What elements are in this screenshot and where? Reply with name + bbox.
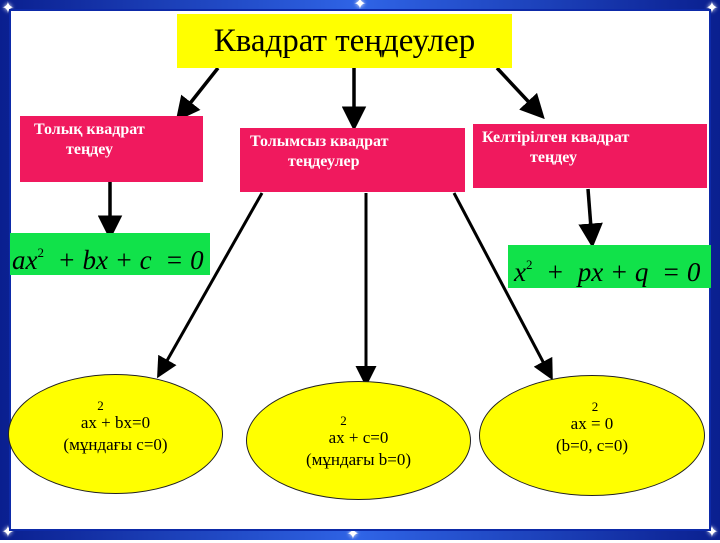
category-reduced-label-line1: Келтірілген квадрат (482, 129, 630, 146)
category-incomplete-label-line2: теңдеулер (288, 153, 360, 170)
formula-full-quadratic: ax2 + bx + c = 0 (10, 233, 210, 275)
case-c-zero-equation: ax + bx=0 (80, 413, 151, 432)
case-b-zero-condition: (мұндағы b=0) (305, 450, 412, 469)
case-c-zero-exponent: 2 (97, 398, 104, 413)
case-b-c-zero-exponent: 2 (591, 399, 599, 414)
category-incomplete-quadratic: Толымсыз квадрат теңдеулер (240, 128, 465, 192)
category-full-label-line2: теңдеу (66, 141, 113, 158)
category-reduced-label-line2: теңдеу (530, 149, 577, 166)
arrow-reduced-to-formula (578, 188, 603, 248)
category-full-quadratic: Толық квадрат теңдеу (20, 116, 203, 182)
case-b-c-zero-equation: ax = 0 (570, 414, 614, 433)
case-b-zero-equation: ax + c=0 (328, 428, 389, 447)
category-incomplete-label-line1: Толымсыз квадрат (250, 133, 389, 150)
category-full-label-line1: Толық квадрат (34, 121, 145, 138)
sparkle-icon: ✦ (353, 0, 367, 13)
formula-reduced-term: x (514, 257, 526, 287)
case-b-c-zero: 2 ax = 0 (b=0, c=0) (479, 375, 705, 496)
arrow-title-to-full (175, 66, 220, 122)
diagram-title: Квадрат теңдеулер (177, 14, 512, 68)
category-reduced-quadratic: Келтірілген квадрат теңдеу (473, 124, 707, 188)
arrow-title-to-reduced (495, 66, 545, 120)
formula-reduced-quadratic: x2 + px + q = 0 (508, 245, 711, 288)
arrow-incomplete-to-case3 (452, 192, 553, 381)
case-c-zero: 2 ax + bx=0 (мұндағы c=0) (8, 374, 223, 494)
case-b-c-zero-condition: (b=0, c=0) (555, 436, 629, 455)
formula-full-term: ax (12, 245, 38, 275)
formula-reduced-exponent: 2 (525, 257, 533, 272)
formula-reduced-rest: + px + q = 0 (532, 257, 701, 287)
case-b-zero: 2 ax + c=0 (мұндағы b=0) (246, 381, 471, 500)
case-c-zero-condition: (мұндағы c=0) (63, 435, 168, 454)
formula-full-rest: + bx + c = 0 (43, 245, 204, 275)
case-b-zero-exponent: 2 (340, 413, 347, 428)
formula-full-exponent: 2 (37, 245, 44, 260)
arrow-incomplete-to-case1 (157, 192, 264, 379)
